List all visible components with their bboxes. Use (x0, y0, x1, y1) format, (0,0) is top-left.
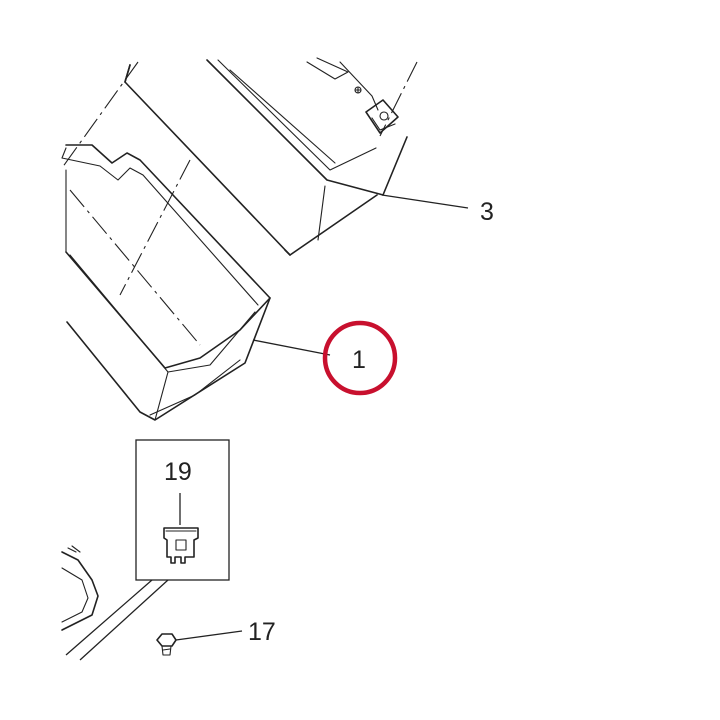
battery-terminal (354, 86, 399, 134)
tray-centerline-right (119, 159, 191, 296)
callout-19: 19 (164, 458, 192, 486)
inset-leader-b (79, 579, 169, 661)
terminal-centerline (379, 61, 418, 137)
inset-leader-a (65, 579, 153, 656)
callout-17: 17 (248, 618, 276, 646)
callout-1: 1 (352, 346, 366, 374)
fuse-inset-box: 19 (135, 439, 230, 581)
screw-part-17 (156, 630, 243, 656)
fuse-part-19 (163, 527, 199, 564)
battery-tray-part-1 (61, 144, 271, 421)
callout-3: 3 (480, 198, 494, 226)
leader-line-3 (381, 194, 469, 209)
partial-component (61, 545, 99, 631)
highlight-circle (322, 320, 398, 396)
leader-line-17 (175, 630, 243, 641)
leader-line-1 (252, 339, 331, 356)
tray-centerline-left (61, 61, 139, 169)
tray-centerline-diagonal (69, 189, 201, 346)
battery-part-3 (124, 57, 408, 256)
